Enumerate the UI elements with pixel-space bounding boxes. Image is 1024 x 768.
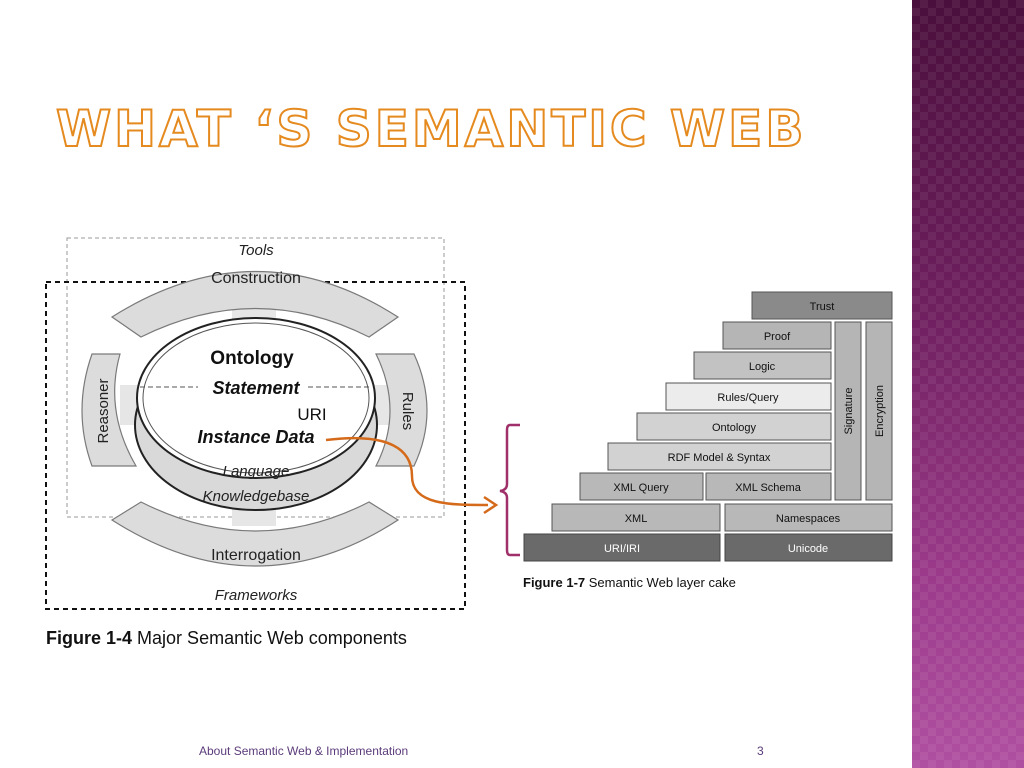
label-instance-data: Instance Data [197, 427, 314, 447]
layer-signature-label: Signature [843, 387, 855, 434]
label-knowledgebase: Knowledgebase [203, 488, 310, 505]
layer-rdf [607, 442, 832, 471]
layer-trust-label: Trust [810, 301, 835, 313]
layer-rules-query-label: Rules/Query [717, 392, 779, 404]
reasoner-block [81, 353, 138, 467]
layer-logic [693, 351, 832, 380]
figure-layer-cake: Trust Proof Logic Rules/Query Ontology R… [523, 291, 893, 590]
layer-xml-schema-label: XML Schema [735, 482, 802, 494]
label-uri: URI [297, 405, 326, 424]
decorative-side-band [912, 0, 1024, 768]
label-rules: Rules [399, 392, 416, 430]
figure-components: Tools Construction Ontology Statement UR… [45, 237, 466, 648]
layer-namespaces-label: Namespaces [776, 513, 841, 525]
layer-encryption-label: Encryption [874, 385, 886, 437]
caption-figure-1-7-label: Figure 1-7 [523, 575, 585, 590]
layer-signature [834, 321, 862, 501]
slide-title: What ‘s Semantic Web [55, 100, 807, 158]
layer-uri-iri-label: URI/IRI [604, 543, 640, 555]
layer-proof-label: Proof [764, 331, 791, 343]
layer-uri-iri [523, 533, 721, 562]
connector-arrow [325, 436, 489, 507]
ontology-ellipse [136, 317, 376, 479]
layer-bracket [499, 423, 520, 557]
caption-figure-1-4-text: Major Semantic Web components [137, 628, 407, 648]
label-tools: Tools [238, 242, 274, 259]
layer-xml-query [579, 472, 704, 501]
caption-figure-1-7: Figure 1-7 Semantic Web layer cake [523, 575, 736, 590]
footer-title: About Semantic Web & Implementation [199, 744, 409, 758]
layer-ontology-label: Ontology [712, 422, 757, 434]
layer-namespaces [724, 503, 893, 532]
caption-figure-1-4-label: Figure 1-4 [46, 628, 132, 648]
layer-rdf-label: RDF Model & Syntax [668, 452, 771, 464]
label-language: Language [223, 463, 290, 480]
label-statement: Statement [212, 378, 300, 398]
layer-xml-query-label: XML Query [613, 482, 669, 494]
layer-unicode [724, 533, 893, 562]
caption-figure-1-7-text: Semantic Web layer cake [589, 575, 736, 590]
layer-ontology [636, 412, 832, 441]
layer-proof [722, 321, 832, 350]
layer-unicode-label: Unicode [788, 543, 828, 555]
label-construction: Construction [211, 270, 301, 287]
caption-figure-1-4: Figure 1-4 Major Semantic Web components [46, 628, 407, 648]
layer-trust [751, 291, 893, 320]
label-interrogation: Interrogation [211, 547, 301, 564]
ontology-ellipse-inner [142, 322, 370, 474]
label-reasoner: Reasoner [95, 378, 112, 443]
page-number: 3 [757, 744, 764, 758]
layer-logic-label: Logic [749, 361, 776, 373]
label-ontology: Ontology [210, 348, 294, 369]
label-frameworks: Frameworks [215, 587, 298, 604]
layer-encryption [865, 321, 893, 501]
layer-xml [551, 503, 721, 532]
rules-block [375, 353, 428, 467]
layer-rules-query [665, 382, 832, 411]
layer-xml-label: XML [625, 513, 648, 525]
tools-dashed-box [66, 237, 445, 518]
connector-arrowhead [483, 495, 499, 515]
layer-xml-schema [705, 472, 832, 501]
construction-arc [110, 270, 400, 338]
interrogation-arc [110, 501, 400, 567]
